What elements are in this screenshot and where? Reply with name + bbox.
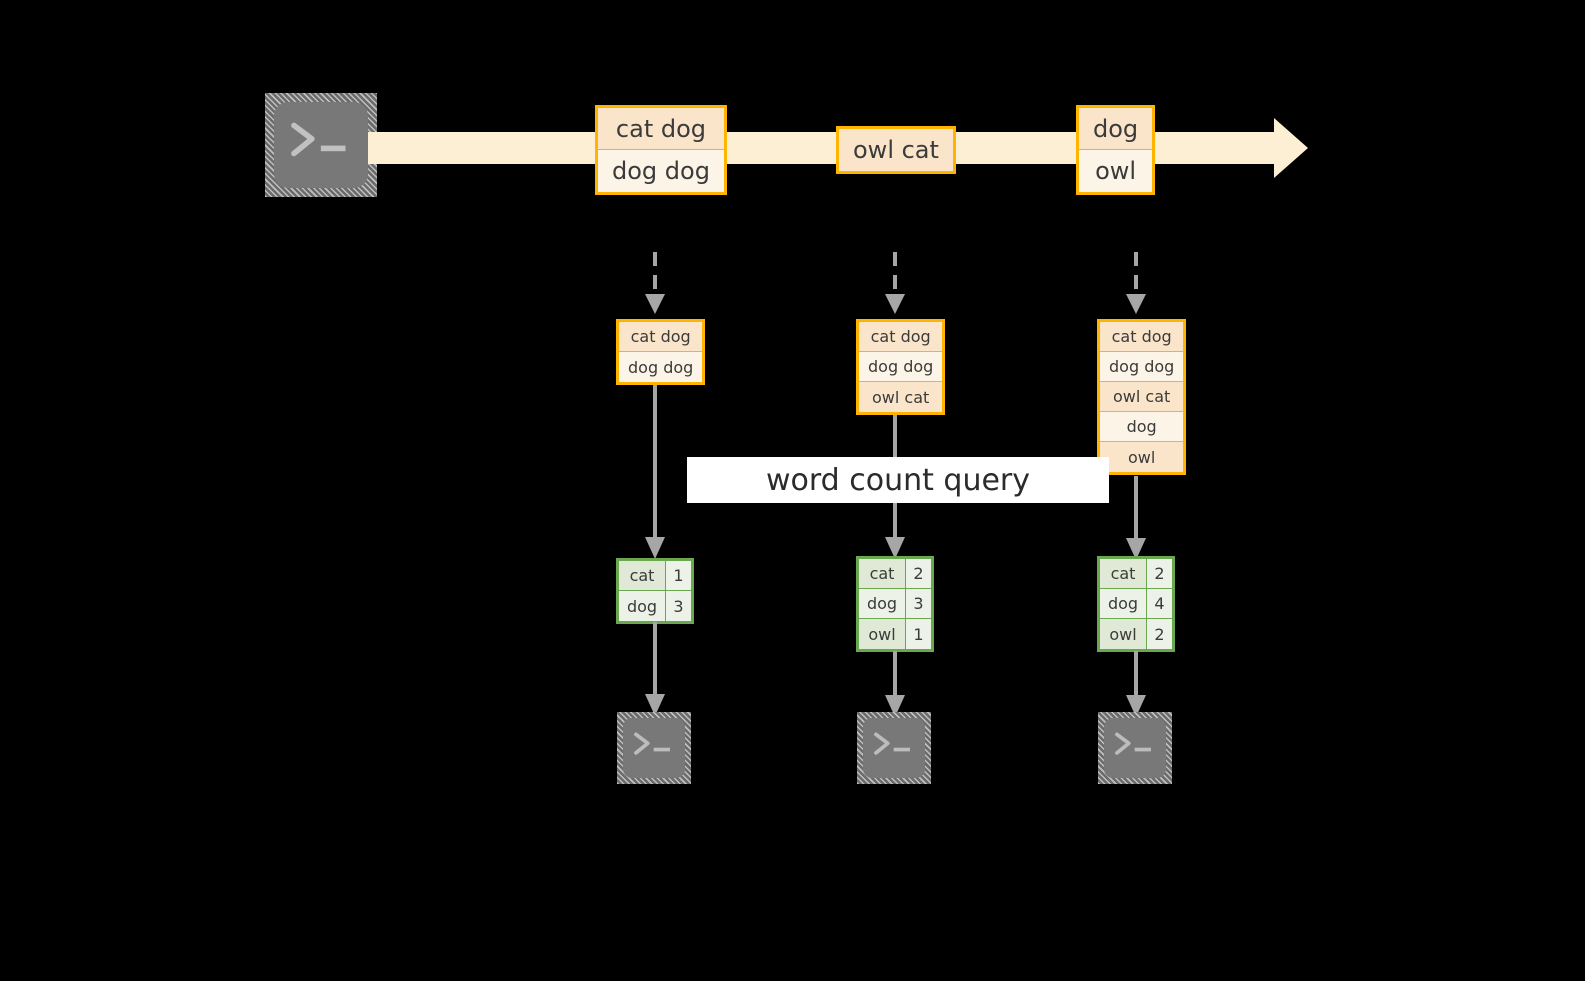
result-table-3: cat 2 dog 4 owl 2 [1097,556,1175,652]
result-word: owl [859,619,906,649]
result-count: 3 [666,591,691,621]
unbounded-input-table-3: cat dog dog dog owl cat dog owl [1097,319,1187,475]
result-word: dog [859,589,906,618]
result-count: 3 [906,589,931,618]
result-count: 2 [906,559,931,588]
connector-result-to-sink-1 [643,622,667,720]
input-table-row: owl [1100,442,1184,472]
stream-event-line: dog dog [598,150,724,192]
result-table-row: owl 1 [859,619,931,649]
sink-terminal-icon-3 [1098,712,1172,784]
unbounded-input-table-2: cat dog dog dog owl cat [856,319,946,415]
result-table-row: cat 1 [619,561,691,591]
result-table-2: cat 2 dog 3 owl 1 [856,556,934,652]
connector-table-to-result-1 [643,385,667,563]
terminal-face [1104,718,1166,778]
input-table-row: cat dog [859,322,943,352]
result-table-1: cat 1 dog 3 [616,558,694,624]
terminal-face [863,718,925,778]
terminal-prompt-glyph [630,726,677,762]
result-table-row: dog 3 [859,589,931,619]
stream-event-line: dog [1079,108,1153,150]
result-count: 2 [1147,619,1172,649]
input-table-row: dog dog [859,352,943,382]
source-terminal-icon [265,93,377,197]
connector-result-to-sink-3 [1124,651,1148,721]
terminal-prompt-glyph [870,726,917,762]
result-word: cat [1100,559,1147,588]
connector-stream-to-table-3 [1124,252,1148,318]
result-count: 4 [1147,589,1172,618]
terminal-face [274,102,368,188]
input-table-row: owl cat [1100,382,1184,412]
input-table-row: cat dog [619,322,703,352]
event-stream-arrow-head [1274,118,1308,178]
terminal-prompt-glyph [1111,726,1158,762]
input-table-row: owl cat [859,382,943,412]
result-word: dog [1100,589,1147,618]
connector-table-to-result-3 [1124,476,1148,564]
unbounded-input-table-1: cat dog dog dog [616,319,706,385]
result-table-row: owl 2 [1100,619,1172,649]
connector-stream-to-table-1 [643,252,667,318]
result-word: cat [619,561,666,590]
stream-event-line: cat dog [598,108,724,150]
result-table-row: cat 2 [1100,559,1172,589]
stream-event-group-3: dog owl [1076,105,1156,195]
query-label-text: word count query [765,462,1031,498]
result-word: owl [1100,619,1147,649]
stream-event-line: owl [1079,150,1153,192]
sink-terminal-icon-2 [857,712,931,784]
query-label-band: word count query [687,457,1109,503]
result-table-row: cat 2 [859,559,931,589]
input-table-row: dog dog [619,352,703,382]
input-table-row: dog [1100,412,1184,442]
stream-event-group-1: cat dog dog dog [595,105,727,195]
result-word: cat [859,559,906,588]
stream-event-line: owl cat [839,129,953,171]
sink-terminal-icon-1 [617,712,691,784]
stream-event-group-2: owl cat [836,126,956,174]
connector-result-to-sink-2 [883,651,907,721]
result-table-row: dog 4 [1100,589,1172,619]
result-word: dog [619,591,666,621]
result-count: 1 [906,619,931,649]
input-table-row: dog dog [1100,352,1184,382]
connector-stream-to-table-2 [883,252,907,318]
input-table-row: cat dog [1100,322,1184,352]
terminal-face [623,718,685,778]
result-count: 2 [1147,559,1172,588]
result-table-row: dog 3 [619,591,691,621]
terminal-prompt-glyph [285,114,357,166]
result-count: 1 [666,561,691,590]
